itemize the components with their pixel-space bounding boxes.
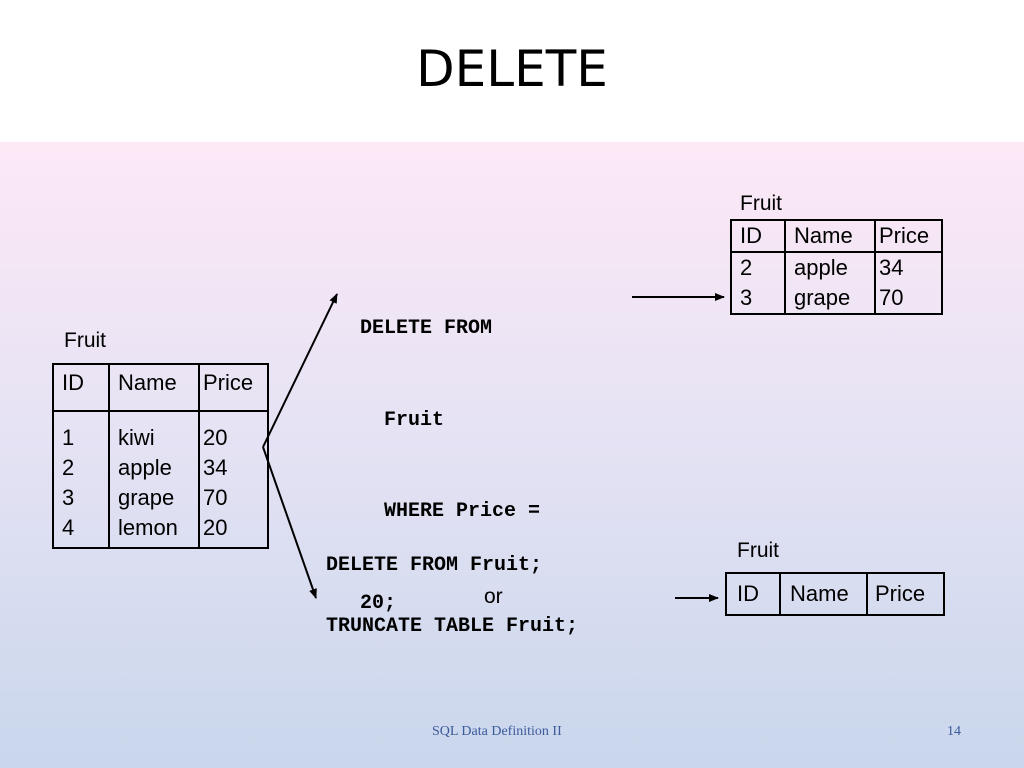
cell-price: 20: [203, 515, 228, 540]
cell-price: 20: [203, 425, 228, 450]
cell-name: grape: [118, 485, 175, 510]
cell-id: 3: [730, 283, 786, 314]
cell-name: apple: [784, 252, 876, 283]
cell-id: 2: [730, 252, 786, 283]
column-header-price: Price: [874, 220, 943, 253]
name-column-cells: kiwi apple grape lemon: [108, 411, 200, 548]
cell-price: 70: [874, 283, 943, 314]
delete-where-query: DELETE FROM Fruit WHERE Price = 20;: [360, 253, 540, 650]
title-area: DELETE: [0, 0, 1024, 142]
cell-price: 70: [203, 485, 228, 510]
cell-name: lemon: [118, 515, 178, 540]
table-row: 3 grape 70: [730, 283, 943, 314]
cell-id: 4: [62, 515, 75, 540]
id-column-cells: 1 2 3 4: [52, 411, 110, 548]
delete-all-query: DELETE FROM Fruit;: [326, 554, 543, 577]
column-header-name: Name: [108, 364, 200, 412]
table-header-row: ID Name Price: [730, 220, 943, 253]
empty-table-caption: Fruit: [737, 539, 779, 562]
cell-name: kiwi: [118, 425, 155, 450]
code-line: 20;: [360, 591, 397, 615]
truncate-query: TRUNCATE TABLE Fruit;: [326, 615, 579, 638]
table-header-row: ID Name Price: [52, 364, 269, 412]
slide-title: DELETE: [416, 40, 608, 98]
cell-price: 34: [874, 252, 943, 283]
cell-id: 1: [62, 425, 75, 450]
source-table-caption: Fruit: [64, 329, 106, 352]
column-header-price: Price: [866, 573, 945, 615]
source-table: ID Name Price 1 2 3 4 kiwi apple grape l…: [52, 363, 269, 549]
column-header-name: Name: [784, 220, 876, 253]
code-line: WHERE Price =: [360, 500, 541, 523]
price-column-cells: 20 34 70 20: [198, 411, 269, 548]
column-header-price: Price: [198, 364, 269, 412]
code-line: DELETE FROM: [360, 317, 493, 340]
page-number: 14: [947, 724, 961, 739]
cell-price: 34: [203, 455, 228, 480]
result-table-after-where: ID Name Price 2 apple 34 3 grape 70: [730, 219, 943, 315]
column-header-id: ID: [730, 220, 786, 253]
column-header-name: Name: [779, 573, 868, 615]
cell-name: grape: [784, 283, 876, 314]
code-line: Fruit: [360, 408, 445, 432]
cell-id: 3: [62, 485, 75, 510]
column-header-id: ID: [52, 364, 110, 412]
footer-title: SQL Data Definition II: [432, 724, 562, 739]
empty-result-table: ID Name Price: [725, 572, 945, 616]
cell-name: apple: [118, 455, 172, 480]
result-table-caption: Fruit: [740, 192, 782, 215]
table-header-row: ID Name Price: [725, 573, 945, 615]
table-row: 1 2 3 4 kiwi apple grape lemon 20 34 70 …: [52, 411, 269, 548]
column-header-id: ID: [725, 573, 781, 615]
cell-id: 2: [62, 455, 75, 480]
or-separator: or: [484, 585, 503, 608]
table-row: 2 apple 34: [730, 252, 943, 283]
